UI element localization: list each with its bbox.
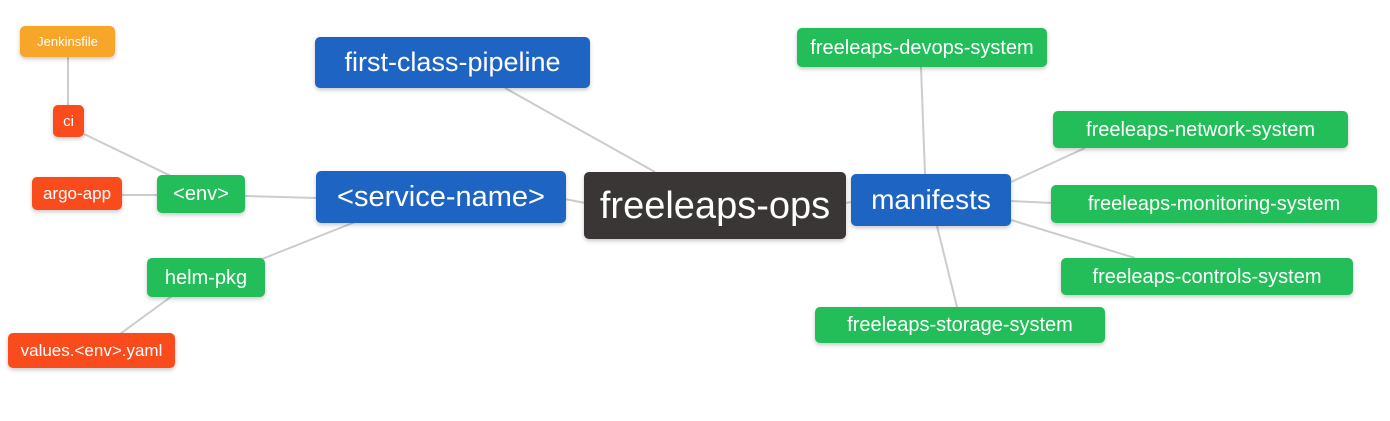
mindmap-node-argo-app[interactable]: argo-app <box>32 177 122 210</box>
mindmap-node-label: freeleaps-storage-system <box>847 314 1073 336</box>
mindmap-node-storage-system[interactable]: freeleaps-storage-system <box>815 307 1105 343</box>
mindmap-node-label: Jenkinsfile <box>37 34 98 49</box>
mindmap-node-service-name[interactable]: <service-name> <box>316 171 566 223</box>
mindmap-node-label: ci <box>63 112 74 130</box>
mindmap-node-jenkinsfile[interactable]: Jenkinsfile <box>20 26 115 57</box>
mindmap-node-manifests[interactable]: manifests <box>851 174 1011 226</box>
edge-manifests-controls-system <box>1010 219 1136 259</box>
mindmap-node-label: freeleaps-controls-system <box>1092 265 1322 288</box>
mindmap-node-label: <service-name> <box>337 180 545 213</box>
mindmap-node-label: freeleaps-ops <box>599 184 831 227</box>
edge-ci-env <box>83 133 176 179</box>
edge-first-class-pipeline-freeleaps-ops <box>504 87 656 173</box>
edge-manifests-network-system <box>1010 147 1086 183</box>
mindmap-node-monitoring-system[interactable]: freeleaps-monitoring-system <box>1051 185 1377 223</box>
mindmap-node-devops-system[interactable]: freeleaps-devops-system <box>797 28 1047 67</box>
mindmap-node-label: values.<env>.yaml <box>20 341 163 360</box>
edge-manifests-storage-system <box>936 225 958 308</box>
mindmap-node-env[interactable]: <env> <box>157 175 245 213</box>
edge-service-name-freeleaps-ops <box>564 198 586 204</box>
edge-helm-pkg-values-env-yaml <box>119 295 173 335</box>
edge-freeleaps-ops-manifests <box>844 201 853 204</box>
mindmap-node-label: <env> <box>173 183 229 205</box>
mindmap-node-first-class-pipeline[interactable]: first-class-pipeline <box>315 37 590 88</box>
mindmap-node-values-env-yaml[interactable]: values.<env>.yaml <box>8 333 175 368</box>
edge-manifests-monitoring-system <box>1010 200 1053 204</box>
mindmap-node-label: helm-pkg <box>164 266 248 289</box>
mindmap-node-controls-system[interactable]: freeleaps-controls-system <box>1061 258 1353 295</box>
mindmap-node-label: manifests <box>871 184 991 215</box>
edge-env-service-name <box>244 195 318 199</box>
mindmap-node-label: argo-app <box>42 184 112 203</box>
mindmap-node-ci[interactable]: ci <box>53 105 84 137</box>
mindmap-node-label: freeleaps-monitoring-system <box>1087 193 1341 215</box>
mindmap-node-freeleaps-ops[interactable]: freeleaps-ops <box>584 172 846 239</box>
mindmap-node-label: freeleaps-network-system <box>1086 118 1315 141</box>
edge-service-name-helm-pkg <box>261 221 356 260</box>
mindmap-node-label: first-class-pipeline <box>344 47 561 77</box>
mindmap-node-network-system[interactable]: freeleaps-network-system <box>1053 111 1348 148</box>
edge-manifests-devops-system <box>920 66 926 175</box>
mindmap-node-helm-pkg[interactable]: helm-pkg <box>147 258 265 297</box>
mindmap-node-label: freeleaps-devops-system <box>810 36 1034 59</box>
